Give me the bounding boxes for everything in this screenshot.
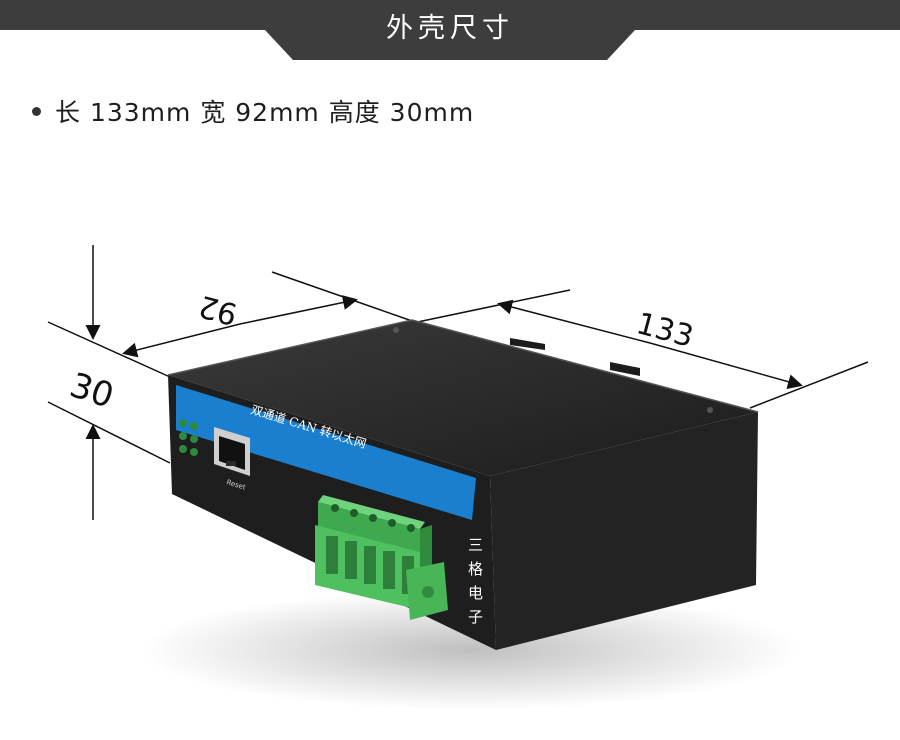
spec-text: 长 133mm 宽 92mm 高度 30mm (55, 98, 475, 127)
extension-line (47, 321, 171, 378)
device-top (168, 320, 758, 476)
device-right-face (490, 412, 758, 650)
page-title: 外壳尺寸 (386, 13, 514, 44)
height-label: 30 (65, 365, 119, 416)
terminal-block (315, 495, 448, 620)
width-label: 92 (195, 288, 241, 332)
brand-char: 格 (468, 560, 483, 578)
blue-front-panel (176, 385, 476, 520)
brand-char: 三 (468, 536, 483, 554)
device-shadow (140, 590, 800, 710)
brand-text: 三 格 电 子 (468, 536, 483, 626)
din-rail-clip (610, 362, 640, 376)
device-top-edge (167, 319, 759, 413)
brand-char: 子 (468, 608, 483, 626)
bullet-icon (32, 106, 41, 116)
length-arrow (497, 299, 651, 344)
width-arrow (122, 323, 241, 358)
extension-line (271, 271, 416, 323)
ethernet-port (214, 427, 250, 476)
din-rail-clip (510, 338, 545, 350)
led-indicators (179, 419, 198, 456)
screw (393, 327, 399, 333)
width-arrow (239, 295, 358, 325)
product-dimension-illustration: 30 92 133 双通道 CAN 转以太网 Reset (47, 245, 869, 710)
extension-line (749, 361, 869, 409)
spec-line: 长 133mm 宽 92mm 高度 30mm (32, 93, 474, 129)
extension-line (47, 401, 171, 464)
header-banner (0, 0, 900, 60)
screw (707, 407, 713, 413)
length-label: 133 (633, 306, 697, 355)
length-arrow (649, 342, 803, 389)
extension-line (407, 289, 571, 325)
brand-char: 电 (468, 584, 483, 602)
